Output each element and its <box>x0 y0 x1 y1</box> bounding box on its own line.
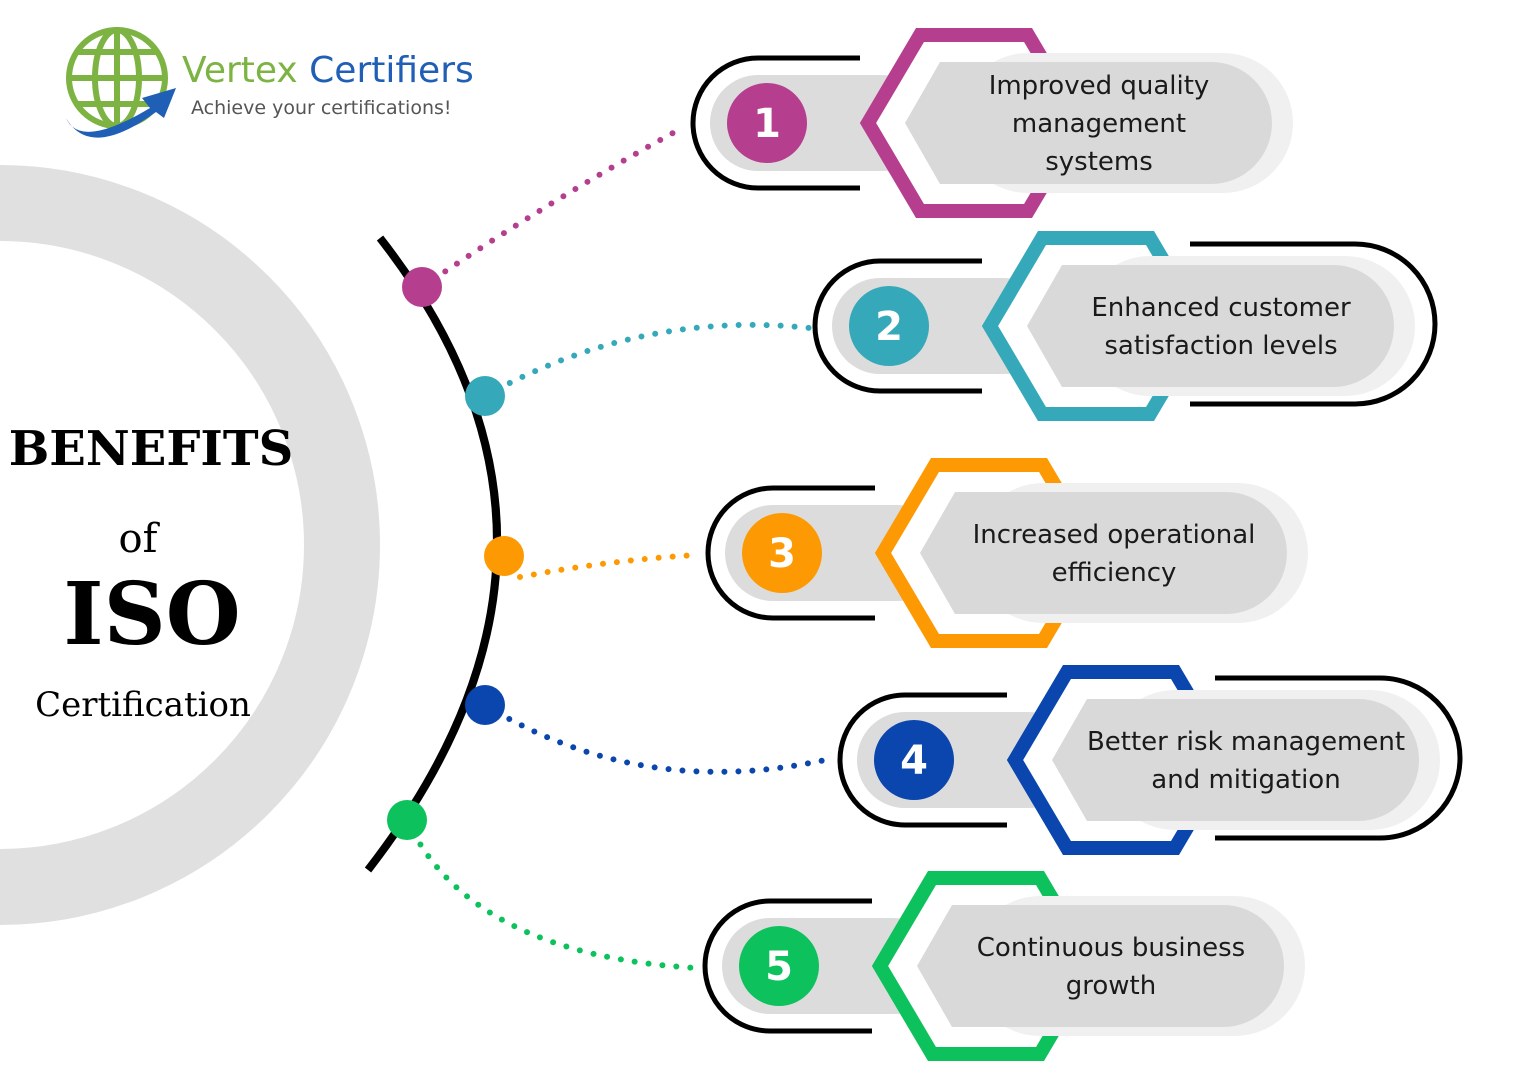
connector-line-4 <box>482 702 828 775</box>
benefit-item-5: 5 Continuous business growth <box>702 871 1305 1061</box>
benefit-text-line: efficiency <box>1052 558 1177 588</box>
timeline-dot-4 <box>465 685 505 725</box>
left-bracket <box>702 898 872 1034</box>
arrow-swoosh-icon <box>66 88 176 138</box>
right-bracket <box>1190 241 1438 407</box>
connector-line-5 <box>404 817 700 971</box>
logo-name-part1: Vertex <box>182 50 298 91</box>
vertex-certifiers-logo: Vertex Certifiers Achieve your certifica… <box>66 27 474 138</box>
benefit-text-line: Increased operational <box>973 520 1256 550</box>
logo-name-part2: Certifiers <box>309 50 474 91</box>
benefit-text-line: systems <box>1045 147 1153 177</box>
title-of: of <box>119 516 161 562</box>
benefit-text-line: satisfaction levels <box>1104 331 1337 361</box>
left-bracket <box>837 692 1007 828</box>
number-badge <box>849 286 929 366</box>
number-badge <box>727 83 807 163</box>
left-bracket <box>705 485 875 621</box>
text-pill <box>1027 265 1394 387</box>
logo-tagline: Achieve your certifications! <box>191 97 452 119</box>
text-pill <box>917 905 1284 1027</box>
connector-line-2 <box>482 321 813 399</box>
number-label: 4 <box>900 738 928 784</box>
number-label: 5 <box>765 944 793 990</box>
title-benefits: BENEFITS <box>9 421 294 477</box>
benefit-item-3: 3 Increased operational efficiency <box>705 458 1308 648</box>
benefit-text-line: Better risk management <box>1087 727 1405 757</box>
benefit-item-4: 4 Better risk management and mitigation <box>837 665 1463 855</box>
timeline-dot-1 <box>402 267 442 307</box>
right-bracket <box>1215 675 1463 841</box>
timeline-arc <box>364 235 501 873</box>
left-bracket <box>812 258 982 394</box>
number-label: 2 <box>875 304 903 350</box>
number-label: 1 <box>753 101 781 147</box>
connector-line-1 <box>419 125 685 290</box>
benefit-item-1: 1 Improved quality management systems <box>690 28 1293 218</box>
timeline-dot-2 <box>465 376 505 416</box>
text-pill <box>1052 699 1419 821</box>
left-bracket <box>690 55 860 191</box>
number-badge <box>874 720 954 800</box>
benefit-text-line: growth <box>1066 971 1156 1001</box>
number-label: 3 <box>768 531 796 577</box>
benefit-text-line: and mitigation <box>1151 765 1340 795</box>
title-certification: Certification <box>35 685 251 725</box>
benefit-text-line: Continuous business <box>977 933 1245 963</box>
text-pill <box>905 62 1272 184</box>
svg-text:Vertex Certifiers: Vertex Certifiers <box>182 50 474 91</box>
timeline-dot-3 <box>484 536 524 576</box>
benefit-text-line: Improved quality <box>989 71 1210 101</box>
benefit-text-line: management <box>1012 109 1186 139</box>
title-iso: ISO <box>63 564 240 665</box>
benefit-item-2: 2 Enhanced customer satisfaction levels <box>812 231 1438 421</box>
number-badge <box>742 513 822 593</box>
connector-line-3 <box>517 552 700 580</box>
benefit-text-line: Enhanced customer <box>1091 293 1351 323</box>
timeline-dot-5 <box>387 800 427 840</box>
background-ring <box>0 165 380 925</box>
number-badge <box>739 926 819 1006</box>
text-pill <box>920 492 1287 614</box>
